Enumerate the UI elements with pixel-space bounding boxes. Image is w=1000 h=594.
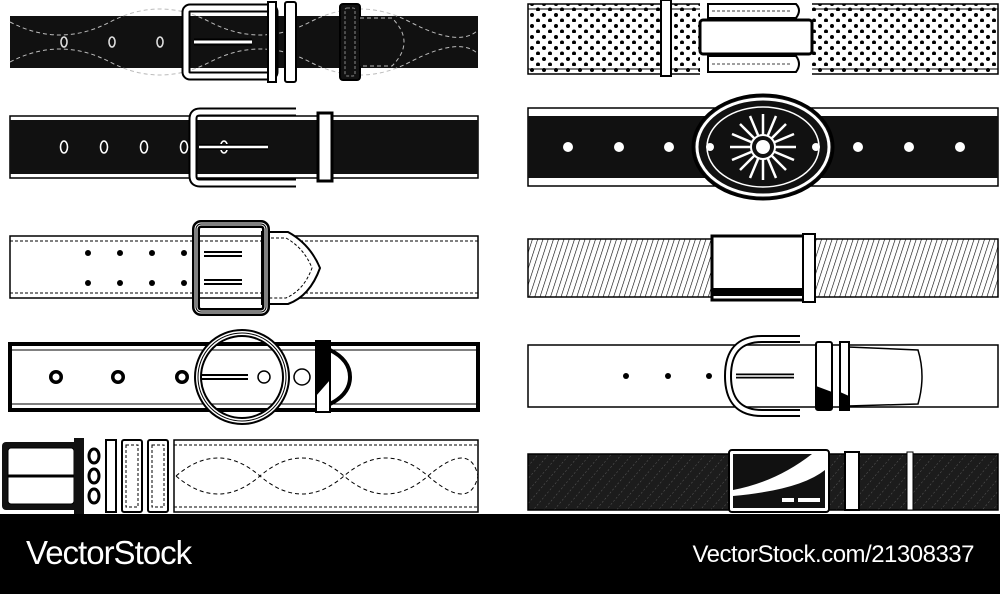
belt-white-double-prong <box>9 220 479 316</box>
belt-illustration <box>2 0 999 514</box>
belt-black-wave-stitch <box>9 1 479 83</box>
belt-white-round-buckle <box>8 329 480 425</box>
belt-black-oval-medallion <box>527 93 999 201</box>
belt-white-curved-buckle <box>527 335 999 417</box>
watermark-bar: VectorStock VectorStock.com/21308337 <box>0 514 1000 594</box>
belt-white-plate-buckle <box>2 438 479 514</box>
belt-hatched-fabric <box>527 233 999 303</box>
brand-logo[interactable]: VectorStock <box>26 534 192 571</box>
stock-image-id: VectorStock.com/21308337 <box>692 541 974 568</box>
belt-dark-woven <box>527 449 999 513</box>
belt-black-classic <box>9 107 479 188</box>
belt-polka-dot <box>527 0 999 77</box>
